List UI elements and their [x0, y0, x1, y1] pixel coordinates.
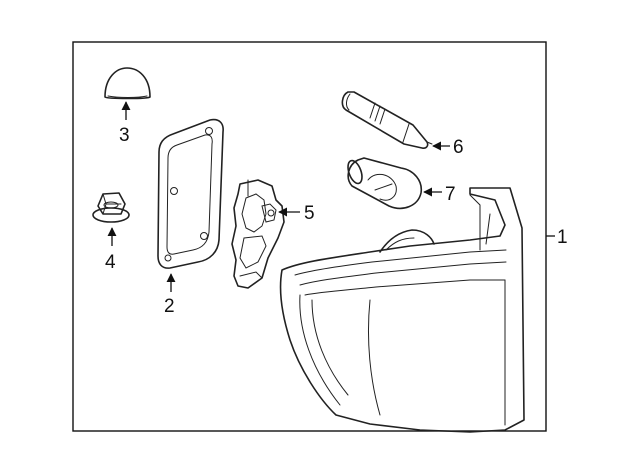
callout-2: 2 [164, 296, 175, 317]
part-nut [92, 192, 130, 223]
part-socket [231, 179, 285, 289]
callout-5: 5 [304, 203, 315, 224]
callout-1: 1 [557, 227, 568, 248]
part-gasket [157, 118, 224, 269]
assembly-frame [72, 41, 547, 432]
callout-4: 4 [105, 252, 116, 273]
part-cap [104, 67, 151, 100]
callout-7: 7 [445, 184, 456, 205]
callout-6: 6 [453, 137, 464, 158]
part-wedge-bulb [341, 91, 433, 149]
part-tail-lamp [279, 187, 525, 433]
callout-3: 3 [119, 125, 130, 146]
part-round-bulb [347, 157, 423, 210]
